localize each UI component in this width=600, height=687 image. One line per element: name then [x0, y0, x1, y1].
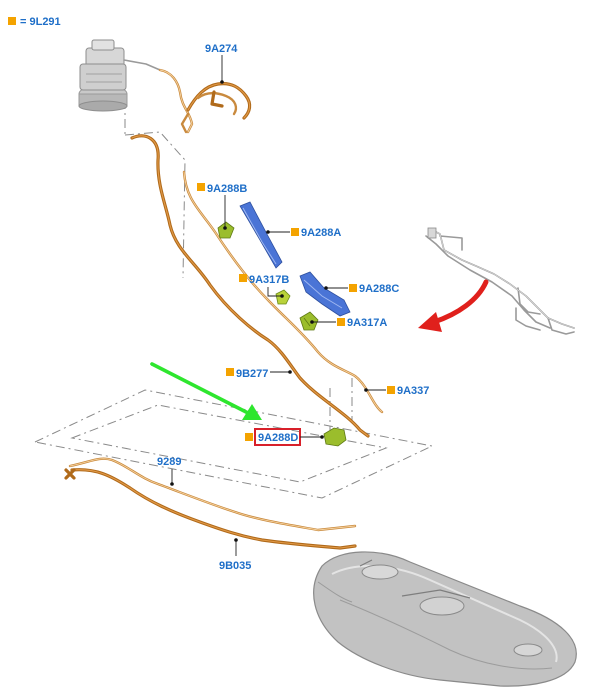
label-9A288A: 9A288A	[266, 227, 341, 239]
legend-swatch	[8, 17, 16, 25]
svg-text:9A317A: 9A317A	[347, 317, 387, 329]
pipe-9289	[68, 457, 357, 532]
label-9B035: 9B035	[219, 538, 251, 572]
floor-outline	[33, 100, 434, 499]
svg-text:9289: 9289	[157, 456, 181, 468]
label-9A288D: 9A288D	[245, 428, 324, 446]
label-9A337: 9A337	[364, 385, 429, 397]
svg-text:9B035: 9B035	[219, 560, 251, 572]
label-9A317B: 9A317B	[239, 274, 289, 298]
legend: = 9L291	[8, 16, 61, 28]
connector-9A317A	[299, 311, 319, 331]
fuel-tank-icon	[313, 551, 577, 687]
legend-label: = 9L291	[20, 16, 61, 28]
svg-text:9A274: 9A274	[205, 43, 238, 55]
floor-outline-inner	[70, 404, 388, 483]
svg-text:9A317B: 9A317B	[249, 274, 289, 286]
label-9A274: 9A274	[205, 43, 238, 84]
floor-outline-outer	[33, 389, 434, 499]
pipe-main	[130, 134, 370, 438]
svg-text:9A288C: 9A288C	[359, 283, 399, 295]
label-9B277: 9B277	[226, 368, 292, 380]
label-9A288B: 9A288B	[197, 183, 247, 230]
svg-text:9A337: 9A337	[397, 385, 429, 397]
detail-view-icon	[425, 227, 575, 335]
svg-text:9A288B: 9A288B	[207, 183, 247, 195]
guide-line-upper	[124, 131, 186, 279]
label-9289: 9289	[157, 456, 181, 486]
clip-9A288A	[239, 201, 283, 269]
red-arrow	[418, 279, 489, 332]
green-arrow	[150, 362, 262, 420]
svg-text:9A288D: 9A288D	[258, 432, 298, 444]
label-9A317A: 9A317A	[310, 317, 387, 329]
pipe-9A274	[158, 68, 252, 134]
connector-9A288D	[323, 427, 347, 447]
svg-text:9B277: 9B277	[236, 368, 268, 380]
svg-text:9A288A: 9A288A	[301, 227, 341, 239]
pipe-secondary	[182, 170, 384, 414]
fuel-filter-icon	[78, 39, 161, 112]
clip-9A288C	[299, 271, 351, 317]
connector-9A288B	[217, 221, 235, 239]
label-9A288C: 9A288C	[324, 283, 399, 295]
pipe-9B035	[64, 468, 357, 550]
